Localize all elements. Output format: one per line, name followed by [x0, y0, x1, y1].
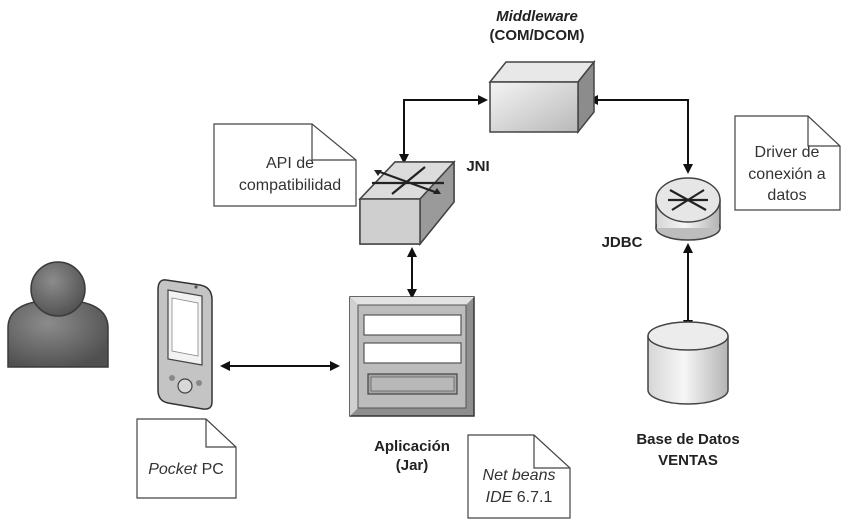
database-label-line2: VENTAS — [658, 452, 718, 469]
app-label-line1: Aplicación — [374, 438, 450, 455]
api-note-line2: compatibilidad — [239, 177, 341, 194]
user-icon — [7, 261, 109, 368]
switch-icon — [358, 160, 456, 247]
api-note-line1: API de — [266, 155, 314, 172]
pda-icon — [157, 279, 213, 410]
driver-note: Driver de conexión a datos — [734, 115, 841, 211]
netbeans-note: Net beans IDE 6.7.1 — [467, 434, 571, 519]
netbeans-note-version: 6.7.1 — [512, 489, 552, 506]
api-compat-note: API de compatibilidad — [213, 123, 357, 207]
svg-text:Pocket PC: Pocket PC — [148, 461, 224, 478]
pocket-pc-note: Pocket PC — [136, 418, 237, 499]
pocket-note-italic: Pocket — [148, 461, 197, 478]
netbeans-note-ide: IDE — [486, 489, 513, 506]
middleware-title: Middleware — [496, 8, 578, 25]
arrow-jni-middleware — [399, 95, 488, 164]
driver-note-line2: conexión a — [748, 166, 825, 183]
arrow-middleware-jdbc — [588, 95, 693, 174]
jni-label: JNI — [466, 158, 489, 175]
connectors — [220, 95, 693, 371]
jdbc-label: JDBC — [602, 234, 643, 251]
svg-text:IDE 6.7.1: IDE 6.7.1 — [486, 489, 553, 506]
pocket-note-normal: PC — [197, 461, 224, 478]
database-label-line1: Base de Datos — [636, 431, 739, 448]
database-icon — [647, 321, 729, 405]
driver-note-line1: Driver de — [755, 144, 820, 161]
middleware-subtitle: (COM/DCOM) — [490, 27, 585, 44]
server-box-icon — [488, 59, 596, 135]
app-label-line2: (Jar) — [396, 457, 429, 474]
router-icon — [655, 177, 721, 241]
netbeans-note-line1: Net beans — [483, 467, 556, 484]
driver-note-line3: datos — [767, 187, 806, 204]
application-window-icon — [349, 296, 475, 417]
